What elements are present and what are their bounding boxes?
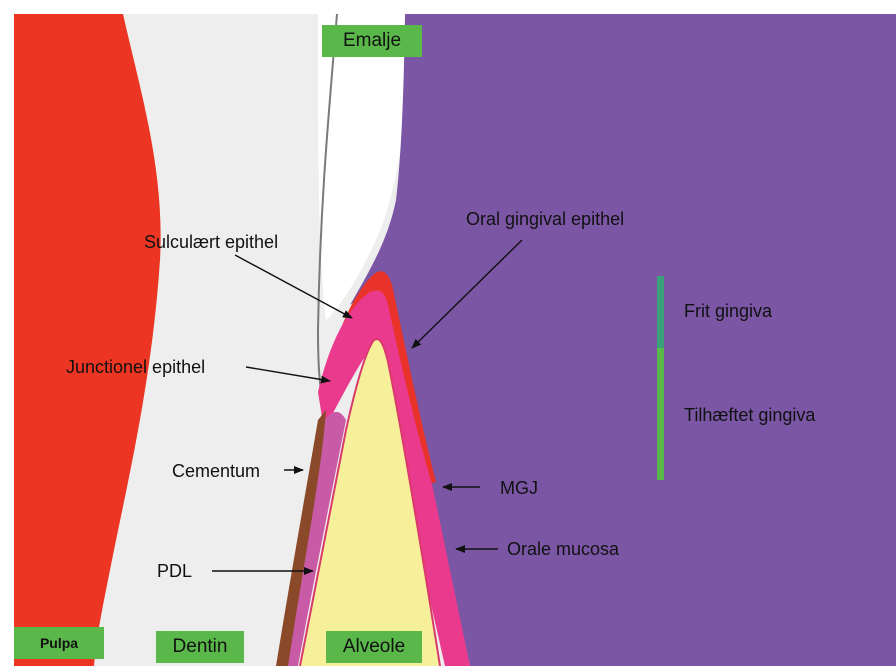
mgj-label: MGJ bbox=[500, 478, 538, 498]
cementum-label: Cementum bbox=[172, 461, 260, 481]
dentin-tag: Dentin bbox=[156, 631, 244, 663]
sulculaert-epithel-label: Sulculært epithel bbox=[144, 232, 278, 252]
frit-gingiva-bar bbox=[657, 276, 664, 348]
tilhaeftet-gingiva-bar bbox=[657, 348, 664, 480]
pdl-label: PDL bbox=[157, 561, 192, 581]
junctionel-epithel-label: Junctionel epithel bbox=[66, 357, 205, 377]
alveole-tag: Alveole bbox=[326, 631, 422, 663]
pulpa-tag: Pulpa bbox=[14, 627, 104, 659]
orale-mucosa-label: Orale mucosa bbox=[507, 539, 619, 559]
oral-gingival-epithel-label: Oral gingival epithel bbox=[466, 209, 624, 229]
frit-gingiva-label: Frit gingiva bbox=[684, 301, 772, 321]
emalje-tag: Emalje bbox=[322, 25, 422, 57]
tilhaeftet-gingiva-label: Tilhæftet gingiva bbox=[684, 405, 815, 425]
